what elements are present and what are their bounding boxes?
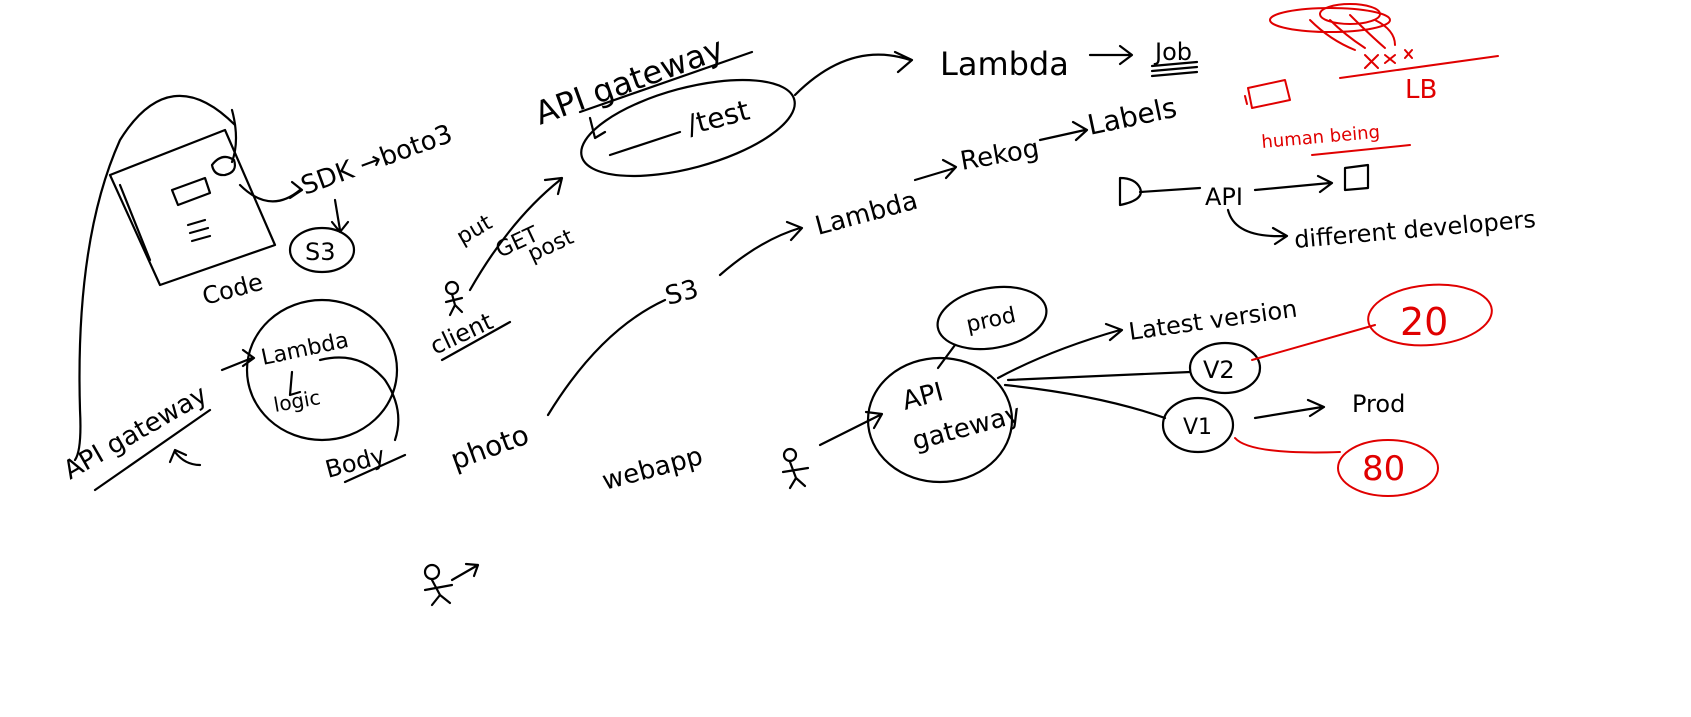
lambda-logic-circle — [245, 298, 399, 442]
api-right-label: API — [1205, 183, 1243, 211]
v1-circle — [1161, 396, 1235, 454]
sdk-boto3-label: SDK →boto3 — [297, 119, 456, 201]
lambda-job-arrow — [1088, 44, 1134, 66]
v2-to-20-line — [1251, 324, 1376, 361]
rekog-labels-arrow — [1038, 120, 1089, 142]
logic-label: logic — [272, 385, 322, 417]
body-curve — [318, 356, 400, 442]
v2-label: V2 — [1203, 356, 1235, 384]
client-underline — [440, 320, 512, 362]
lambda-down-arrow — [288, 370, 302, 397]
pct-20-label: 20 — [1400, 300, 1448, 344]
api-gateway-top-underline — [578, 50, 754, 114]
v1-to-80-line — [1234, 437, 1341, 454]
pct-80-circle — [1337, 439, 1439, 497]
pct-20-circle — [1367, 283, 1493, 347]
s3-mid-label: S3 — [662, 274, 702, 312]
user-to-api-arrow — [818, 410, 884, 447]
v1-to-prod-arrow — [1253, 398, 1326, 420]
code-label: Code — [199, 268, 266, 311]
red-small-box — [1244, 79, 1291, 109]
small-return-arrow — [168, 448, 202, 467]
lb-red-scribble — [1269, 3, 1499, 79]
put-label: put — [453, 210, 497, 250]
user-stick-figure-bottom — [423, 562, 480, 607]
v1-label: V1 — [1183, 415, 1212, 440]
test-path-hook — [588, 116, 607, 140]
rekog-label: Rekog — [958, 134, 1041, 177]
photo-to-s3-curve — [546, 298, 667, 417]
pct-80-label: 80 — [1362, 449, 1405, 489]
lambda-mid-label: Lambda — [812, 186, 921, 242]
client-to-api-arrow — [468, 176, 564, 292]
test-to-lambda-arrow — [793, 50, 914, 97]
prod-bubble-label: prod — [964, 303, 1018, 338]
test-path-line — [608, 130, 682, 157]
test-path-label: /test — [683, 94, 753, 142]
device-sketch — [73, 94, 304, 462]
body-underline — [343, 453, 407, 484]
user-stick-figure-right — [781, 447, 810, 490]
api-to-lambda-arrow — [220, 348, 256, 372]
test-path-oval — [580, 78, 796, 178]
api-to-latest-arrow — [996, 322, 1124, 380]
s3-top-circle — [288, 226, 356, 274]
photo-label: photo — [446, 418, 533, 477]
lb-label: LB — [1405, 75, 1437, 105]
client-stick-figure — [444, 280, 464, 317]
api-gateway-left-underline — [93, 408, 212, 492]
different-developers-label: different developers — [1293, 205, 1537, 254]
lambda-job-label: Lambda — [940, 45, 1069, 83]
lambda-rekog-arrow — [913, 158, 958, 182]
d-to-api-line — [1138, 186, 1202, 194]
webapp-label: webapp — [599, 441, 706, 497]
prod-right-label: Prod — [1352, 390, 1405, 418]
api-to-box-arrow — [1253, 174, 1334, 194]
s3-top-label: S3 — [305, 238, 336, 266]
s3-to-lambda-arrow — [718, 220, 804, 277]
human-being-label: human being — [1261, 122, 1381, 153]
api-to-v2-line — [1006, 370, 1192, 382]
small-box — [1343, 163, 1370, 192]
human-being-underline — [1311, 144, 1411, 156]
api-gateway-right-label-1: API — [899, 377, 947, 417]
v2-circle — [1188, 341, 1262, 395]
client-label: client — [426, 307, 498, 360]
lambda-logic-label: Lambda — [259, 328, 351, 371]
api-gateway-left-label: API gateway — [59, 380, 213, 486]
sdk-to-s3-arrow — [330, 198, 350, 234]
d-shape — [1118, 176, 1142, 207]
latest-version-label: Latest version — [1127, 295, 1299, 346]
job-label: Job — [1153, 38, 1192, 66]
job-underline — [1150, 60, 1199, 78]
prod-connector — [936, 343, 957, 370]
api-to-developers-arrow — [1226, 208, 1289, 246]
api-to-v1-line — [1003, 383, 1167, 420]
labels-label: Labels — [1085, 91, 1180, 142]
prod-bubble — [936, 285, 1048, 351]
